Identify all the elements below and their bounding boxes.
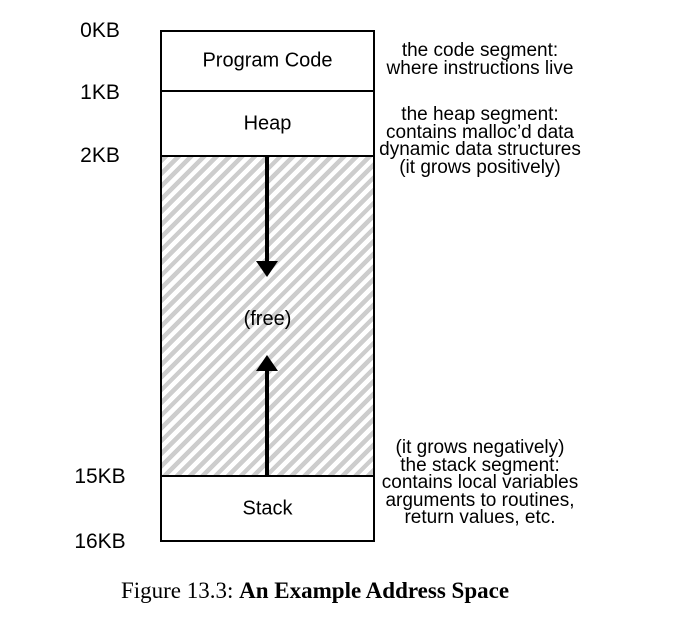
code-segment-note: the code segment: where instructions liv…	[370, 40, 590, 79]
segment-program-code-label: Program Code	[202, 49, 333, 72]
segment-stack-label: Stack	[242, 497, 293, 519]
stack-note-line: return values, etc.	[404, 507, 556, 528]
segment-free-label: (free)	[243, 308, 292, 330]
heap-segment-note: the heap segment: contains malloc’d data…	[370, 104, 590, 178]
segment-program-code: Program Code	[162, 32, 373, 92]
heap-note-line: dynamic data structures	[379, 139, 581, 160]
segment-stack: Stack	[162, 477, 373, 540]
segment-free: (free)	[162, 157, 373, 477]
address-label-15kb: 15KB	[74, 465, 126, 488]
segment-heap: Heap	[162, 92, 373, 157]
heap-note-line: contains malloc’d data	[386, 121, 574, 143]
stack-note-line: (it grows negatively)	[395, 437, 565, 458]
stack-segment-note: (it grows negatively) the stack segment:…	[370, 437, 590, 528]
stack-growth-arrow-line	[265, 369, 269, 475]
address-label-2kb: 2KB	[80, 144, 120, 167]
up-arrow-icon	[256, 355, 278, 371]
segment-heap-label: Heap	[243, 112, 292, 134]
figure-caption-prefix: Figure 13.3:	[120, 578, 240, 603]
heap-note-line: (it grows positively)	[399, 156, 561, 178]
stack-note-line: arguments to routines,	[385, 489, 575, 511]
address-space-box: Program Code Heap (free) Stack	[160, 30, 375, 542]
stack-note-line: contains local variables	[381, 472, 579, 493]
figure-caption-title: An Example Address Space	[239, 578, 510, 603]
heap-note-line: the heap segment:	[401, 104, 559, 125]
address-label-0kb: 0KB	[80, 19, 120, 42]
stack-note-line: the stack segment:	[400, 454, 560, 476]
code-note-line: the code segment:	[401, 40, 559, 61]
figure-caption: Figure 13.3: An Example Address Space	[0, 578, 630, 604]
code-note-line: where instructions live	[386, 57, 574, 79]
heap-growth-arrow-line	[265, 157, 269, 263]
address-label-1kb: 1KB	[80, 81, 120, 104]
down-arrow-icon	[256, 261, 278, 277]
address-label-16kb: 16KB	[74, 530, 126, 553]
